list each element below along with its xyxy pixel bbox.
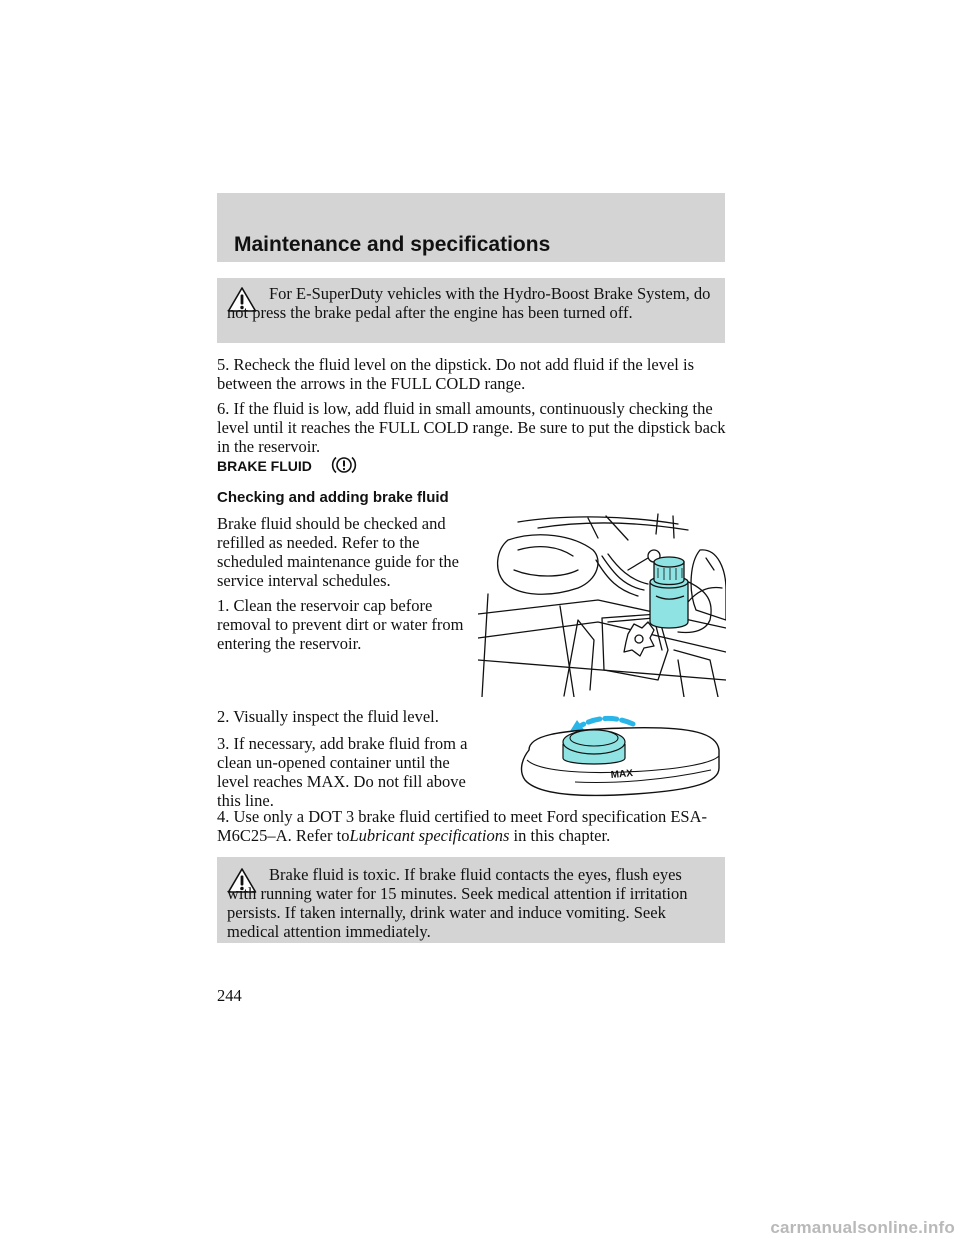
- step-2: 2. Visually inspect the fluid level.: [217, 707, 439, 726]
- step-4-text: 4. Use only a DOT 3 brake fluid certifie…: [217, 807, 707, 845]
- step-3: 3. If necessary, add brake fluid from a …: [217, 734, 468, 810]
- step-4: 4. Use only a DOT 3 brake fluid certifie…: [217, 807, 727, 845]
- warning-triangle-icon: [227, 287, 257, 312]
- max-level-label: MAX: [610, 768, 633, 781]
- lubricant-specifications-reference: Lubricant specifications: [349, 826, 510, 845]
- step-1: 1. Clean the reservoir cap before remova…: [217, 596, 464, 653]
- step-6: 6. If the fluid is low, add fluid in sma…: [217, 399, 726, 456]
- page-title: Maintenance and specifications: [234, 233, 551, 256]
- brake-reservoir-max-illustration: MAX: [520, 716, 720, 797]
- page-number: 244: [217, 986, 242, 1005]
- brake-warning-icon: [331, 456, 357, 474]
- watermark: carmanualsonline.info: [770, 1218, 955, 1237]
- warning-triangle-icon: [227, 868, 257, 893]
- engine-compartment-illustration: [478, 513, 726, 697]
- step-5: 5. Recheck the fluid level on the dipsti…: [217, 355, 695, 393]
- step-4-text-after: in this chapter.: [513, 826, 611, 845]
- warning-text: For E-SuperDuty vehicles with the Hydro-…: [227, 284, 711, 322]
- header-band: [217, 193, 725, 262]
- warning-box-hydro-boost: For E-SuperDuty vehicles with the Hydro-…: [217, 278, 725, 343]
- warning-text: Brake fluid is toxic. If brake fluid con…: [227, 865, 688, 941]
- warning-box-toxic: Brake fluid is toxic. If brake fluid con…: [217, 857, 725, 943]
- intro-paragraph: Brake fluid should be checked and refill…: [217, 514, 459, 590]
- subheading-checking-adding: Checking and adding brake fluid: [217, 489, 449, 506]
- section-heading-brake-fluid: BRAKE FLUID: [217, 458, 312, 474]
